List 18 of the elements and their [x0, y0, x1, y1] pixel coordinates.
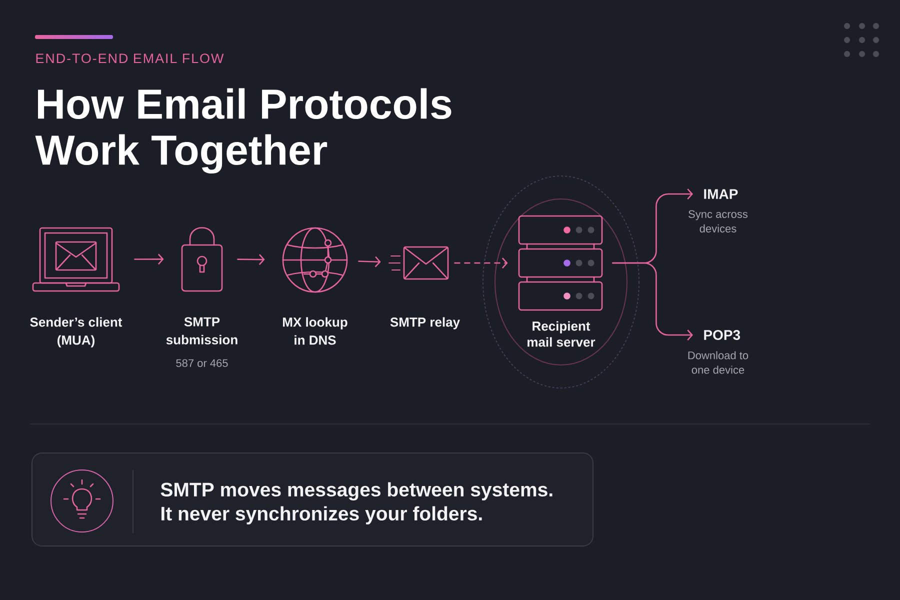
step-title: MX lookup in DNS — [283, 317, 348, 345]
protocol-title: IMAP — [704, 189, 738, 199]
arrow — [454, 258, 508, 268]
protocol-note: Sync across devices — [688, 210, 748, 232]
step-title: Recipient mail server — [528, 321, 596, 347]
step-title: SMTP submission — [166, 317, 238, 344]
step-note: 587 or 465 — [176, 359, 228, 367]
arrow — [134, 254, 164, 265]
protocol-note: Download to one device — [688, 351, 748, 374]
protocol-title: POP3 — [704, 330, 740, 340]
arrow — [612, 262, 693, 340]
eyebrow-text: END-TO-END EMAIL FLOW — [36, 54, 224, 64]
arrow — [358, 256, 381, 268]
step-title: Sender’s client (MUA) — [30, 317, 122, 348]
heading: How Email Protocols Work Together — [35, 88, 452, 174]
step-title: SMTP relay — [390, 317, 460, 330]
arrow — [237, 254, 265, 265]
callout-box: SMTP moves messages between systems. It never synchronizes your folders. — [32, 452, 594, 546]
